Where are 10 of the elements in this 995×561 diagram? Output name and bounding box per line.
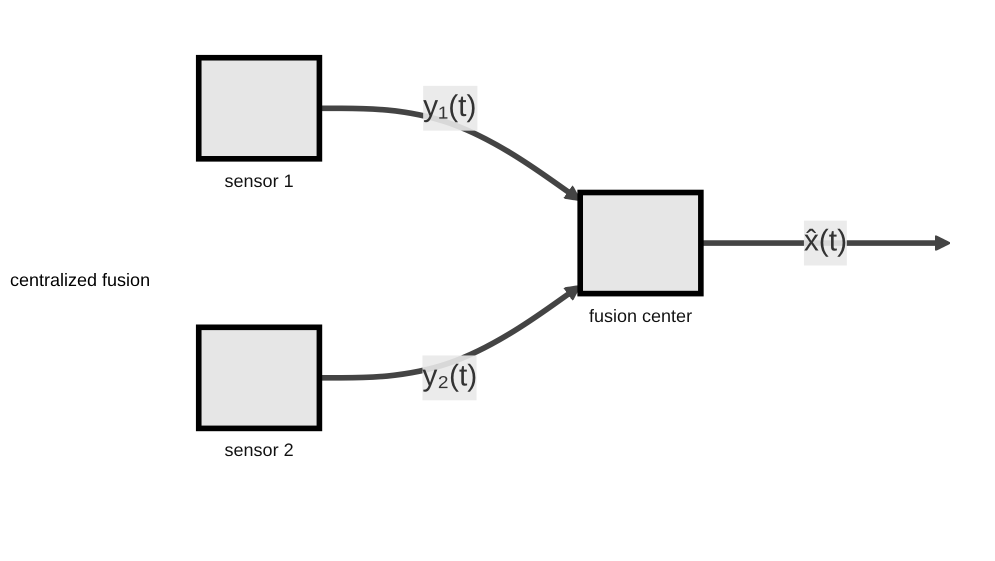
node-box [196,54,322,162]
node-box [196,324,322,432]
note-text: centralized fusion [10,270,152,291]
node-box [577,190,704,296]
edge-label: y₂(t) [422,361,478,393]
edge-label: x̂(t) [804,226,848,258]
caption-text: fusion center [589,306,692,327]
caption-text: sensor 2 [224,440,294,462]
edge-label: y₁(t) [423,91,476,124]
caption-text: sensor 1 [224,170,294,192]
